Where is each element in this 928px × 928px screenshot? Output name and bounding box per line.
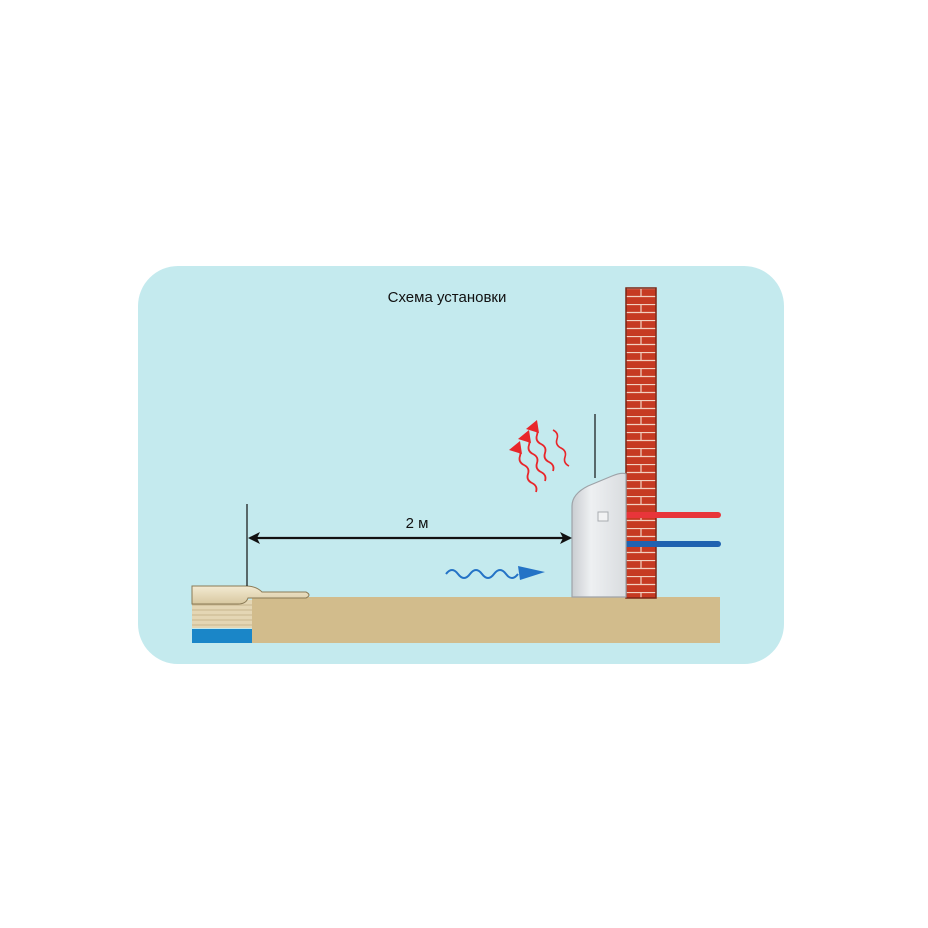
heat-pump-unit [571, 472, 627, 598]
brick-wall [625, 287, 657, 599]
heat-arrowhead-1 [526, 420, 539, 433]
heat-arrowhead-3 [509, 441, 522, 454]
airflow-arrow-icon [445, 566, 545, 580]
floor-slab [252, 597, 720, 643]
pool-edge [191, 585, 310, 643]
unit-indicator [597, 511, 609, 522]
heat-waves-icon [509, 420, 570, 493]
heat-arrowhead-2 [518, 430, 531, 443]
diagram-title: Схема установки [388, 289, 507, 306]
distance-label: 2 м [406, 515, 429, 532]
pool-water [192, 629, 252, 643]
pool-coping [191, 585, 310, 605]
